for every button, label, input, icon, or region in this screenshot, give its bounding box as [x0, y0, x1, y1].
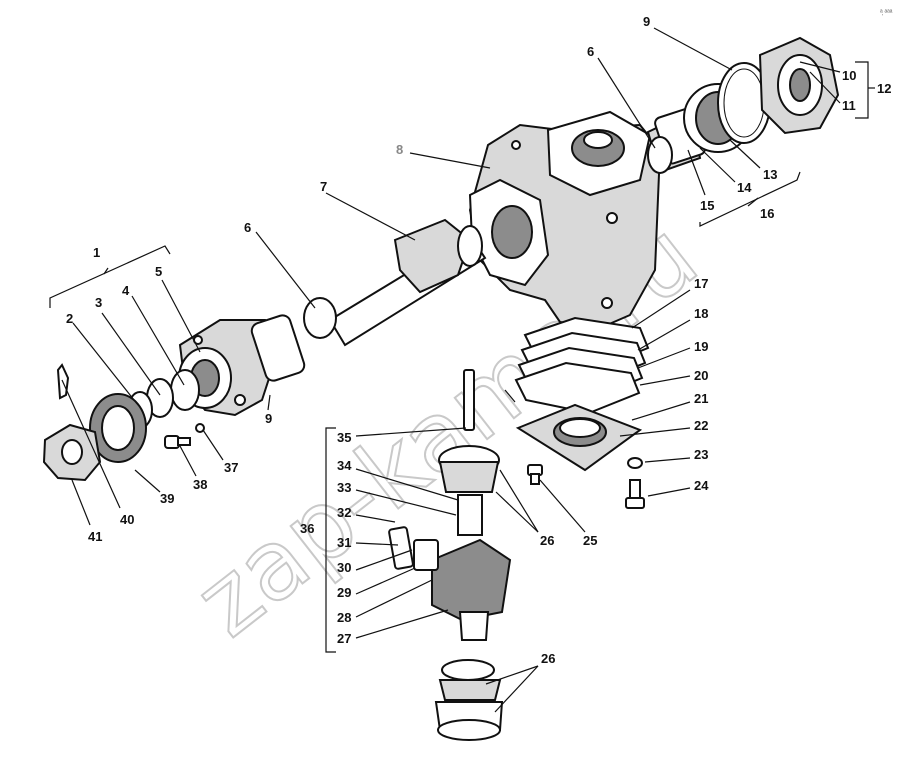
callout-34: 34: [337, 458, 352, 473]
sector-shaft-assembly: [388, 369, 512, 641]
callout-28: 28: [337, 610, 351, 625]
callout-6-top: 6: [587, 44, 594, 59]
callout-19: 19: [694, 339, 708, 354]
callout-22: 22: [694, 418, 708, 433]
callout-18: 18: [694, 306, 708, 321]
o-ring-top-inner: [723, 68, 765, 138]
callout-2: 2: [66, 311, 73, 326]
input-shaft: [328, 218, 487, 347]
steering-housing: [468, 110, 662, 330]
callout-5: 5: [155, 264, 162, 279]
oil-seal: [89, 393, 147, 463]
end-cover: [758, 36, 840, 135]
callout-25: 25: [583, 533, 597, 548]
callout-26-mid: 26: [540, 533, 554, 548]
bolt-24: [625, 479, 645, 509]
corner-mark: ᵃ᷊ ᵃᵃᵃ: [880, 9, 893, 16]
callout-35: 35: [337, 430, 351, 445]
callout-24: 24: [694, 478, 709, 493]
castle-nut: [42, 423, 102, 482]
callout-9-left: 9: [265, 411, 272, 426]
bolt-25: [527, 464, 543, 485]
callout-36: 36: [300, 521, 314, 536]
gasket-stack: [514, 316, 650, 415]
callout-33: 33: [337, 480, 351, 495]
callout-23: 23: [694, 447, 708, 462]
callout-37: 37: [224, 460, 238, 475]
callout-16: 16: [760, 206, 774, 221]
callout-21: 21: [694, 391, 708, 406]
callout-41: 41: [88, 529, 102, 544]
callout-9-top: 9: [643, 14, 650, 29]
ring-4: [170, 369, 200, 411]
callout-15: 15: [700, 198, 714, 213]
callout-38: 38: [193, 477, 207, 492]
callout-30: 30: [337, 560, 351, 575]
callout-4: 4: [122, 283, 130, 298]
callout-6-left: 6: [244, 220, 251, 235]
callout-3: 3: [95, 295, 102, 310]
callout-27: 27: [337, 631, 351, 646]
callout-39: 39: [160, 491, 174, 506]
washer-23: [627, 457, 643, 469]
callout-10: 10: [842, 68, 856, 83]
o-ring-left: [303, 297, 337, 339]
callout-32: 32: [337, 505, 351, 520]
screw-37: [195, 423, 205, 433]
callout-7: 7: [320, 179, 327, 194]
bolt-38: [164, 435, 191, 449]
callout-40: 40: [120, 512, 134, 527]
callout-8: 8: [396, 142, 403, 157]
callout-29: 29: [337, 585, 351, 600]
leader-lines: [49, 27, 875, 713]
lower-bearing: [434, 659, 504, 741]
bottom-cover: [515, 403, 643, 472]
callout-11: 11: [842, 98, 856, 113]
callout-14: 14: [737, 180, 752, 195]
callout-20: 20: [694, 368, 708, 383]
callout-1: 1: [93, 245, 100, 260]
callout-labels: 9 6 10 11 12 13 14 15 16 8 7 6 1 5 4 3 2…: [66, 14, 891, 666]
callout-26-bottom: 26: [541, 651, 555, 666]
callout-17: 17: [694, 276, 708, 291]
callout-12: 12: [877, 81, 891, 96]
callout-13: 13: [763, 167, 777, 182]
callout-31: 31: [337, 535, 351, 550]
